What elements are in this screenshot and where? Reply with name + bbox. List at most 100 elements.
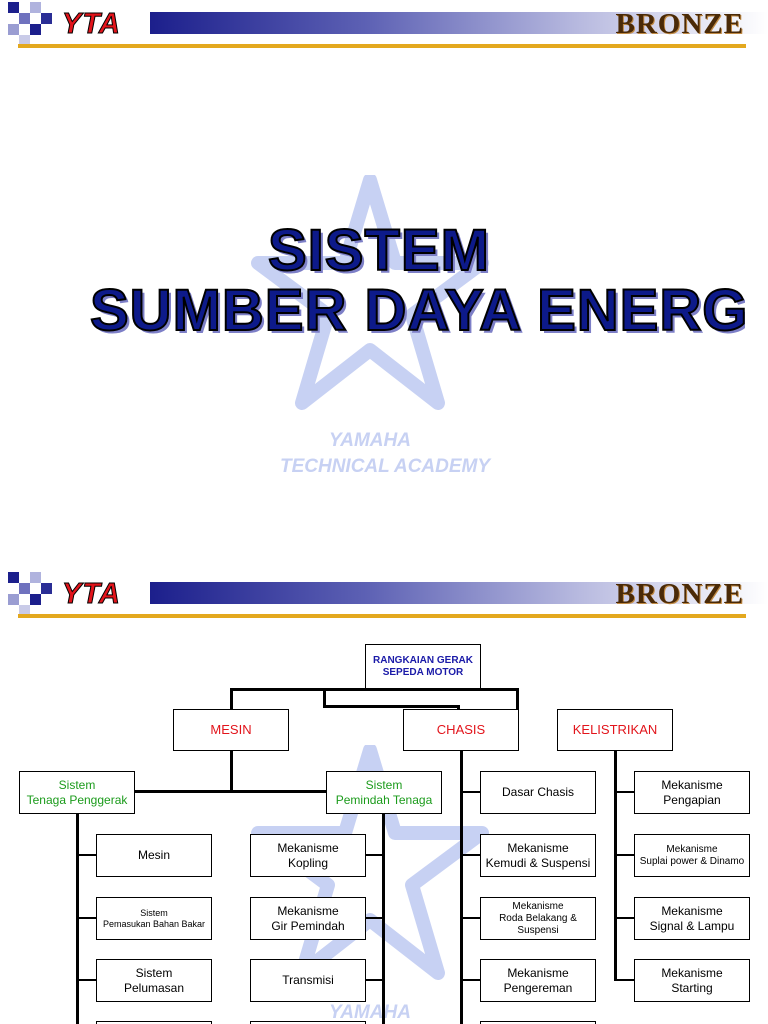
node-partial: [96, 1021, 212, 1024]
connector-line: [365, 917, 382, 919]
node-label-line-1: Mekanisme: [507, 841, 569, 856]
header-gradient-band: [150, 582, 768, 604]
connector-line: [614, 979, 634, 981]
node-label-line-1: Sistem: [140, 907, 168, 918]
connector-line: [323, 688, 326, 706]
node-sistem-pemindah-tenaga: Sistem Pemindah Tenaga: [326, 771, 442, 814]
connector-line: [230, 688, 233, 710]
connector-line: [323, 705, 460, 708]
node-partial: [480, 1021, 596, 1024]
connector-line: [614, 791, 634, 793]
connector-line: [382, 813, 385, 1024]
connector-line: [460, 791, 480, 793]
connector-line: [457, 705, 460, 710]
title-line-1: SISTEM: [267, 218, 490, 283]
node-sistem-tenaga-penggerak: Sistem Tenaga Penggerak: [19, 771, 135, 814]
node-label-line-1: Mekanisme: [277, 841, 339, 856]
connector-line: [516, 688, 519, 710]
node-gir-pemindah: Mekanisme Gir Pemindah: [250, 897, 366, 940]
connector-line: [460, 917, 480, 919]
node-label-line-1: Mekanisme: [507, 966, 569, 981]
connector-line: [76, 917, 96, 919]
node-label-line-1: Mekanisme: [661, 904, 723, 919]
slide-header: YTA BRONZE: [0, 0, 768, 50]
node-label-line-2: Kemudi & Suspensi: [485, 855, 591, 870]
node-label-line-1: Sistem: [58, 778, 96, 793]
node-label-line-2: Pelumasan: [123, 980, 185, 995]
watermark-yamaha: YAMAHA: [329, 1002, 411, 1023]
node-label-line-3: Suspensi: [517, 924, 559, 936]
node-suplai-power-dinamo: Mekanisme Suplai power & Dinamo: [634, 834, 750, 877]
node-label-line-2: Tenaga Penggerak: [26, 792, 128, 807]
node-transmisi: Transmisi: [250, 959, 366, 1002]
connector-line: [76, 854, 96, 856]
node-label-line-1: Mekanisme: [661, 778, 723, 793]
level-label: BRONZE: [615, 578, 744, 610]
node-kopling: Mekanisme Kopling: [250, 834, 366, 877]
node-pengereman: Mekanisme Pengereman: [480, 959, 596, 1002]
node-starting: Mekanisme Starting: [634, 959, 750, 1002]
checker-logo-icon: [0, 570, 64, 616]
level-label: BRONZE: [615, 8, 744, 40]
node-label-line-2: Roda Belakang &: [499, 912, 577, 924]
connector-line: [614, 917, 634, 919]
node-label-line-1: Sistem: [135, 966, 173, 981]
title-slide: YTA BRONZE YAMAHA TECHNICAL ACADEMY SIST…: [0, 0, 768, 477]
node-label-line-2: Starting: [671, 980, 713, 995]
node-partial: [250, 1021, 366, 1024]
node-label-line-2: Pengapian: [663, 792, 721, 807]
star-watermark-icon: [251, 745, 489, 980]
connector-line: [614, 854, 634, 856]
slide-header: YTA BRONZE: [0, 570, 768, 620]
star-watermark-icon: [251, 175, 489, 410]
connector-line: [460, 854, 480, 856]
node-label-line-2: Pemasukan Bahan Bakar: [102, 918, 206, 929]
watermark-yamaha: YAMAHA: [329, 430, 411, 451]
node-kemudi-suspensi: Mekanisme Kemudi & Suspensi: [480, 834, 596, 877]
node-label-line-2: Gir Pemindah: [271, 918, 345, 933]
node-label-line-1: Dasar Chasis: [501, 785, 575, 800]
node-dasar-chasis: Dasar Chasis: [480, 771, 596, 814]
node-pemasukan-bahan-bakar: Sistem Pemasukan Bahan Bakar: [96, 897, 212, 940]
yta-logo: YTA: [62, 578, 121, 610]
node-mesin-item: Mesin: [96, 834, 212, 877]
node-label-line-1: Mesin: [137, 848, 170, 863]
root-node-line-1: RANGKAIAN GERAK: [373, 654, 473, 666]
header-divider: [18, 44, 746, 48]
root-node-line-2: SEPEDA MOTOR: [382, 666, 464, 678]
yta-logo: YTA: [62, 8, 121, 40]
checker-logo-icon: [0, 0, 64, 46]
connector-line: [230, 750, 233, 792]
node-pengapian: Mekanisme Pengapian: [634, 771, 750, 814]
node-kelistrikan: KELISTRIKAN: [557, 709, 673, 751]
node-chasis: CHASIS: [403, 709, 519, 751]
title-line-2: SUMBER DAYA ENERG: [90, 280, 745, 342]
connector-line: [460, 750, 463, 1024]
node-pelumasan: Sistem Pelumasan: [96, 959, 212, 1002]
connector-line: [78, 790, 384, 793]
connector-line: [460, 979, 480, 981]
header-gradient-band: [150, 12, 768, 34]
node-label-line-1: Mekanisme: [666, 843, 718, 855]
header-divider: [18, 614, 746, 618]
node-roda-belakang: Mekanisme Roda Belakang & Suspensi: [480, 897, 596, 940]
node-label-line-2: Signal & Lampu: [649, 918, 735, 933]
root-node: RANGKAIAN GERAK SEPEDA MOTOR: [365, 644, 481, 689]
node-label-line-2: Pengereman: [503, 980, 573, 995]
node-label-line-2: Kopling: [287, 855, 329, 870]
node-label-line-1: Mekanisme: [512, 900, 564, 912]
node-label-line-1: Mekanisme: [661, 966, 723, 981]
node-signal-lampu: Mekanisme Signal & Lampu: [634, 897, 750, 940]
node-label-line-2: Suplai power & Dinamo: [639, 855, 745, 867]
watermark-technical-academy: TECHNICAL ACADEMY: [279, 456, 491, 477]
connector-line: [230, 688, 519, 691]
node-label-line-1: Transmisi: [282, 973, 334, 988]
node-mesin: MESIN: [173, 709, 289, 751]
connector-line: [76, 979, 96, 981]
connector-line: [365, 854, 382, 856]
node-label-line-1: Mekanisme: [277, 904, 339, 919]
node-label-line-2: Pemindah Tenaga: [335, 792, 433, 807]
node-label-line-1: Sistem: [365, 778, 403, 793]
connector-line: [365, 979, 382, 981]
connector-line: [614, 750, 617, 981]
